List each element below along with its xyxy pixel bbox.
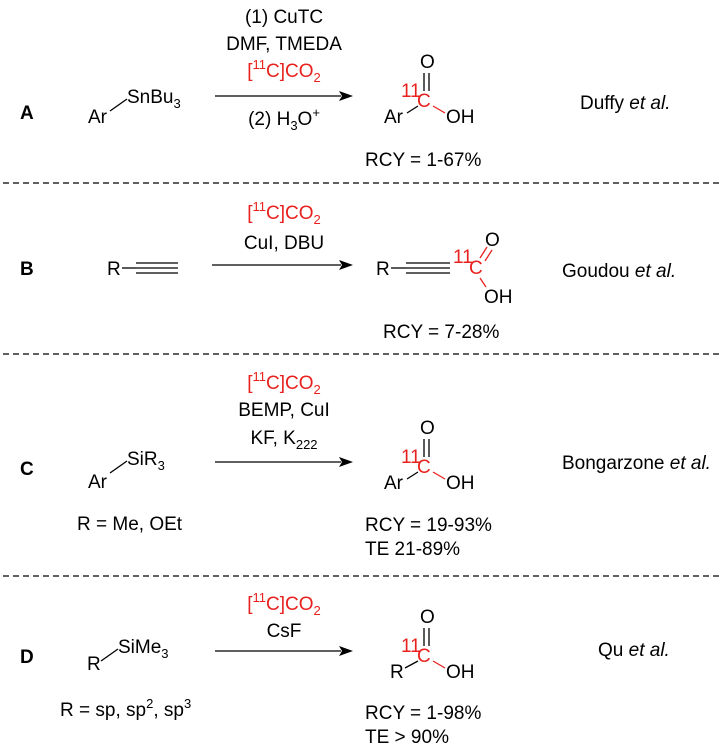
- product-c: O 11 C OH Ar: [384, 418, 475, 494]
- substituent-note: R = Me, OEt: [77, 514, 183, 535]
- product-oxygen: O: [420, 607, 435, 628]
- condition-line: CsF: [267, 621, 302, 642]
- condition-line: BEMP, CuI: [238, 400, 330, 421]
- row-a: A Ar SnBu3 (1) CuTC DMF, TMEDA [11C]CO2 …: [20, 7, 671, 171]
- substituent-note: R = sp, sp2, sp3: [60, 696, 191, 721]
- arrow-a: [215, 91, 353, 101]
- reference-b: Goudou et al.: [562, 261, 676, 282]
- reagent-co2: [11C]CO2: [247, 590, 321, 618]
- yield-line: RCY = 1-67%: [365, 150, 481, 171]
- reactant-group-c: SiR3: [127, 449, 165, 473]
- product-hydroxyl: OH: [484, 287, 513, 308]
- row-label-b: B: [20, 259, 34, 280]
- yield-line: RCY = 1-98%: [365, 703, 481, 724]
- isotope-label: 11: [453, 247, 473, 268]
- conditions-b: [11C]CO2 CuI, DBU: [244, 199, 324, 254]
- labeled-carbon: C: [469, 258, 483, 279]
- isotope-label: 11: [401, 636, 421, 657]
- product-oxygen: O: [485, 230, 500, 251]
- condition-line: DMF, TMEDA: [226, 34, 342, 55]
- row-c: C Ar SiR3 R = Me, OEt [11C]CO2 BEMP, CuI…: [20, 369, 711, 560]
- reactant-r-b: R: [107, 259, 121, 280]
- condition-line: (2) H3O+: [248, 105, 320, 133]
- product-hydroxyl: OH: [446, 107, 475, 128]
- condition-line: CuI, DBU: [244, 233, 324, 254]
- yield-line: TE > 90%: [365, 727, 449, 748]
- reactant-b: R: [107, 259, 178, 280]
- group-text: SnBu: [127, 87, 173, 108]
- product-d: O 11 C OH R: [390, 607, 475, 683]
- reference-c: Bongarzone et al.: [562, 453, 711, 474]
- reactant-r-a: Ar: [88, 107, 108, 128]
- row-d: D R SiMe3 R = sp, sp2, sp3 [11C]CO2 CsF …: [20, 590, 670, 748]
- yield-line: RCY = 19-93%: [365, 515, 492, 536]
- labeled-carbon: C: [417, 91, 431, 112]
- product-r: Ar: [384, 107, 404, 128]
- reference-d: Qu et al.: [598, 640, 670, 661]
- product-r: R: [390, 662, 404, 683]
- product-a: O 11 C OH Ar: [384, 52, 475, 128]
- row-label-a: A: [20, 103, 34, 124]
- arrow-d: [215, 646, 353, 656]
- reactant-r-d: R: [87, 654, 101, 675]
- reactant-a: Ar SnBu3: [88, 87, 181, 128]
- row-label-d: D: [20, 647, 34, 668]
- labeled-carbon: C: [417, 457, 431, 478]
- row-label-c: C: [20, 459, 34, 480]
- reagent-co2: [11C]CO2: [247, 369, 321, 397]
- isotope-label: 11: [401, 447, 421, 468]
- reactant-c: Ar SiR3 R = Me, OEt: [77, 449, 183, 535]
- reactant-d: R SiMe3 R = sp, sp2, sp3: [60, 637, 191, 721]
- product-oxygen: O: [420, 52, 435, 73]
- arrow-c: [215, 457, 353, 467]
- product-r: Ar: [384, 473, 404, 494]
- conditions-a: (1) CuTC DMF, TMEDA [11C]CO2 (2) H3O+: [226, 7, 342, 133]
- yield-line: RCY = 7-28%: [383, 322, 499, 343]
- reagent-co2: [11C]CO2: [247, 199, 321, 227]
- row-b: B R [11C]CO2 CuI, DBU R 11 C O: [20, 199, 676, 343]
- product-oxygen: O: [420, 418, 435, 439]
- isotope-label: 11: [401, 81, 421, 102]
- product-r: R: [376, 259, 390, 280]
- group-subscript: 3: [173, 96, 180, 111]
- condition-line: KF, K222: [250, 428, 317, 452]
- reactant-group-a: SnBu3: [127, 87, 181, 111]
- labeled-carbon: C: [417, 646, 431, 667]
- conditions-c: [11C]CO2 BEMP, CuI KF, K222: [238, 369, 330, 452]
- reactant-group-d: SiMe3: [118, 637, 169, 661]
- yield-line: TE 21-89%: [365, 539, 460, 560]
- reactant-r-c: Ar: [88, 472, 108, 493]
- product-hydroxyl: OH: [446, 473, 475, 494]
- conditions-d: [11C]CO2 CsF: [247, 590, 321, 642]
- arrow-b: [212, 260, 353, 270]
- condition-line: (1) CuTC: [245, 7, 323, 28]
- bond: [109, 98, 128, 112]
- reference-a: Duffy et al.: [580, 93, 671, 114]
- product-hydroxyl: OH: [446, 662, 475, 683]
- product-b: R 11 C O OH: [376, 230, 513, 308]
- reagent-co2: [11C]CO2: [247, 57, 321, 85]
